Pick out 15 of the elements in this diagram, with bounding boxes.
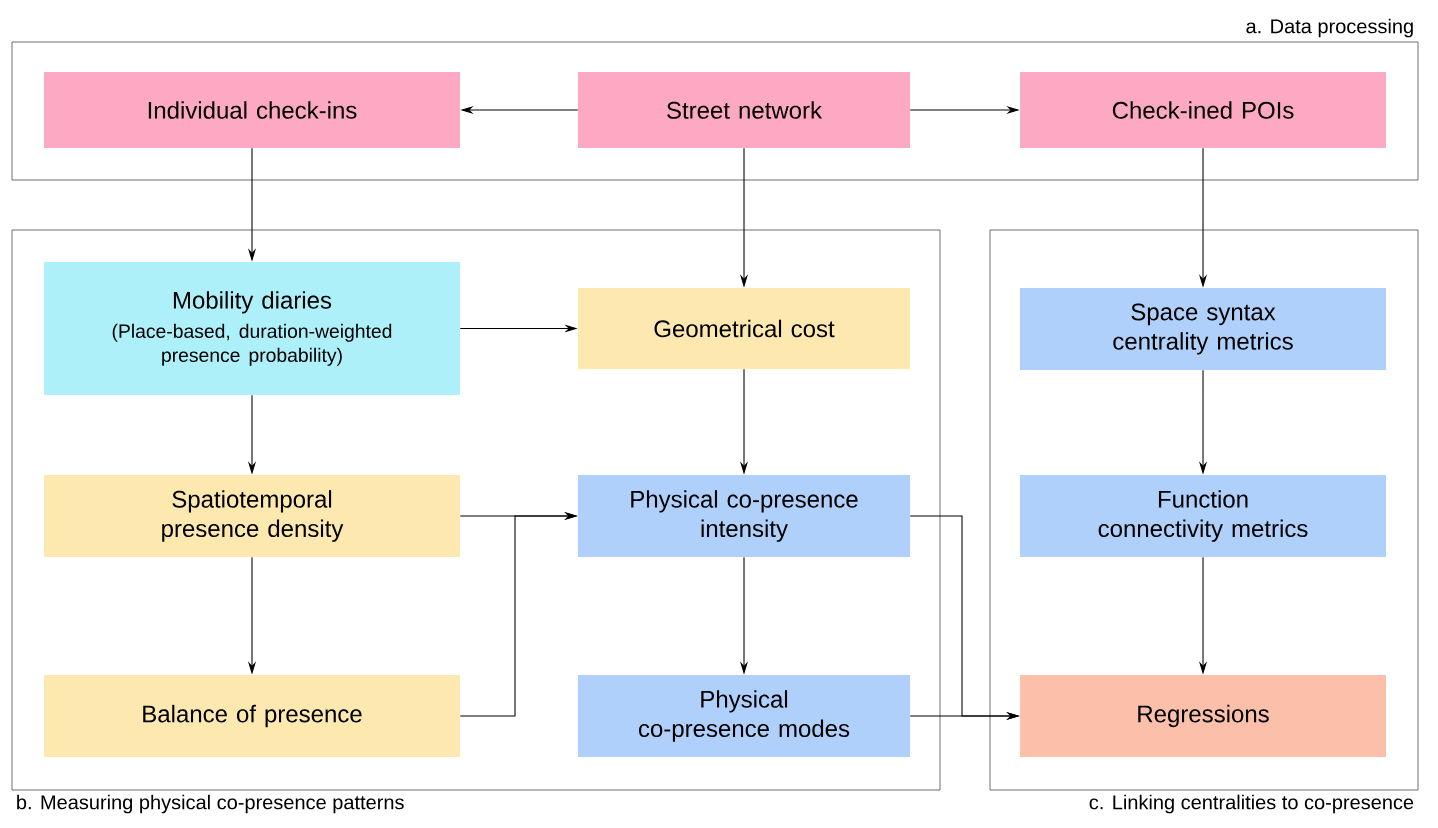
process-box: Balance of presence [44,675,460,757]
node-label: b. Measuring physical co-presence patterns [17,794,404,814]
process-box: Mobility diaries (Place-based, duration-weighted presence probability) [44,262,460,395]
process-box: Individual check-ins [44,72,460,148]
process-box: Function connectivity metrics [1020,475,1386,557]
process-box: Spatiotemporal presence density [44,475,460,557]
process-box: Space syntax centrality metrics [1020,288,1386,370]
process-box: Regressions [1020,675,1386,757]
process-box: Check-ined POIs [1020,72,1386,148]
process-box: Street network [578,72,910,148]
node-label: c. Linking centralities to co-presence [1089,794,1414,814]
process-box: Geometrical cost [578,288,910,369]
process-box: Physical co-presence modes [578,675,910,757]
node-label: a. Data processing [1246,18,1413,38]
process-box: Physical co-presence intensity [578,475,910,557]
